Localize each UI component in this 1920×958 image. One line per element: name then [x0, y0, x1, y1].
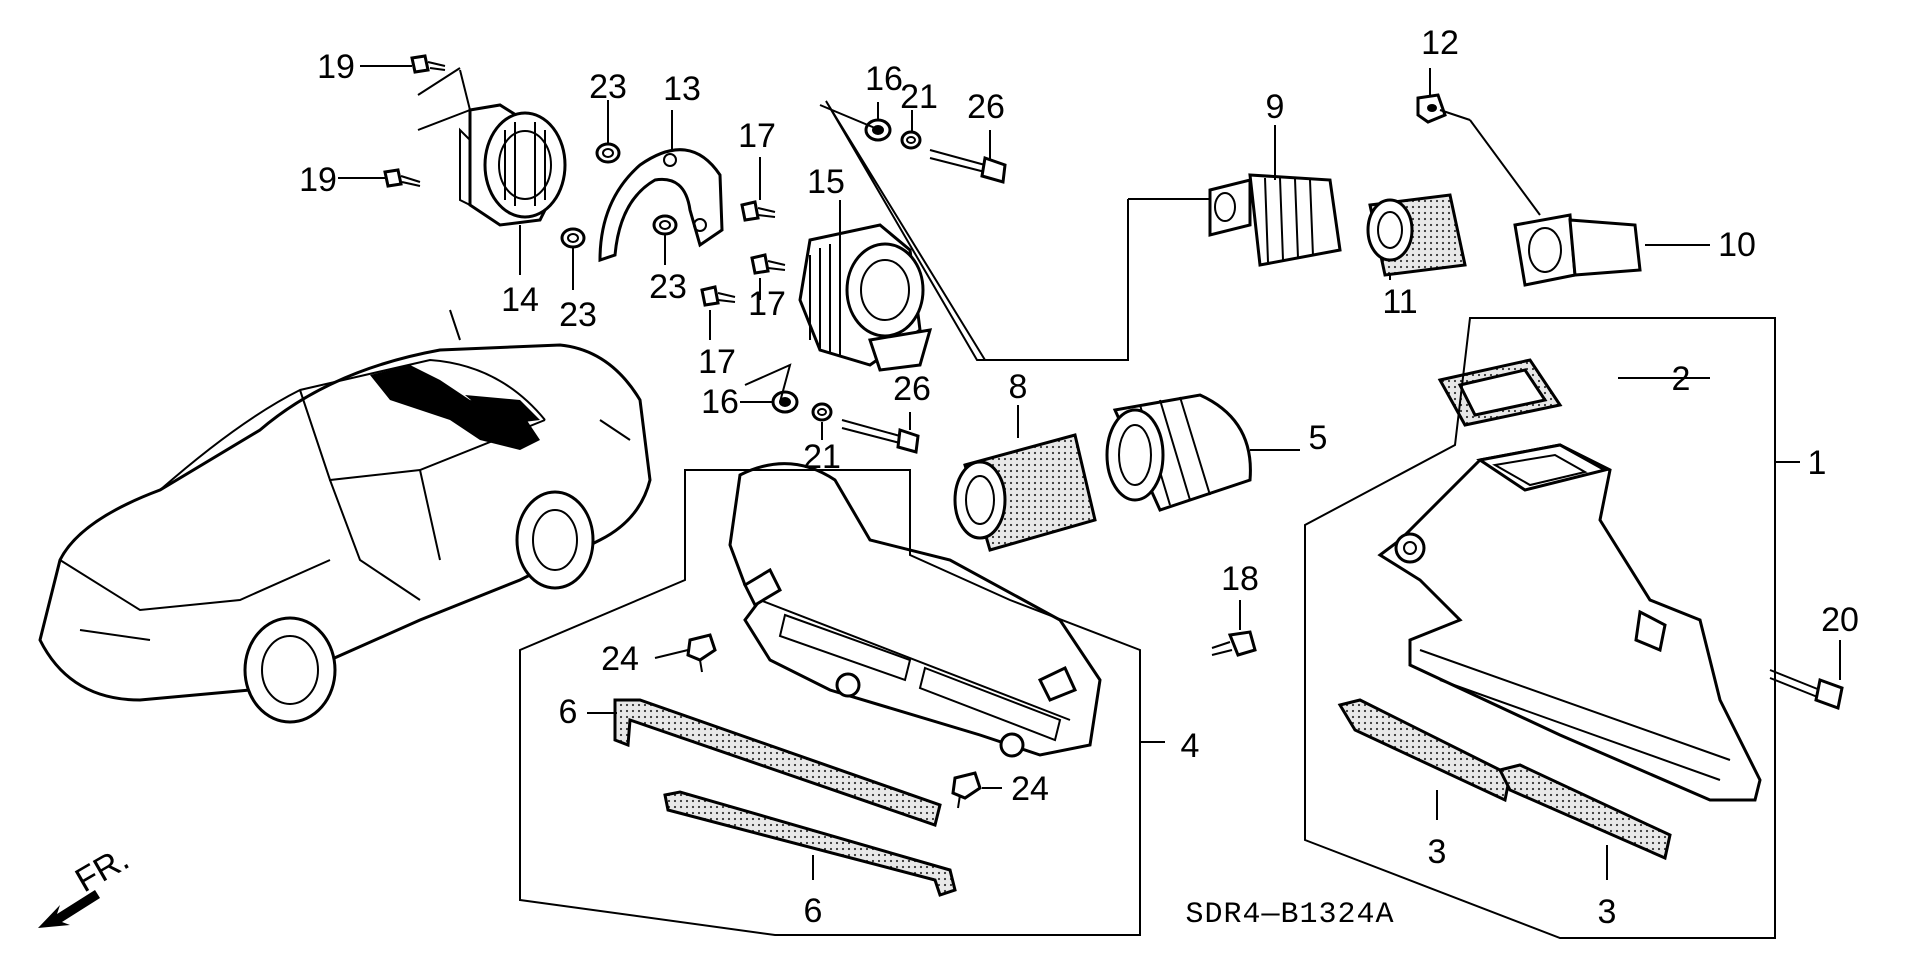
callout-11: 11 — [1382, 283, 1417, 321]
duct-bellows-8 — [953, 433, 1097, 552]
callout-1: 1 — [1808, 444, 1827, 482]
callout-6-upper: 6 — [559, 693, 578, 731]
screw-19-upper — [410, 54, 446, 74]
clip-24-upper — [686, 633, 717, 673]
group-lines — [338, 65, 1800, 939]
stud-17-a — [740, 200, 776, 222]
callout-labels: 1 2 3 3 4 5 6 6 8 9 10 11 12 13 14 15 16… — [299, 24, 1859, 932]
callout-26-lower: 26 — [893, 370, 931, 408]
rear-duct-1 — [1377, 443, 1762, 802]
callout-26-upper: 26 — [967, 88, 1005, 126]
callout-5: 5 — [1309, 419, 1328, 457]
callout-8: 8 — [1009, 368, 1028, 406]
bolt-18 — [1211, 630, 1257, 657]
duct-bellows-5 — [1105, 393, 1252, 512]
front-label: FR. — [69, 840, 135, 900]
callout-10: 10 — [1718, 226, 1756, 264]
nut-23-right — [652, 214, 678, 236]
callout-14: 14 — [501, 281, 539, 319]
callout-23-upper: 23 — [589, 68, 627, 106]
callout-18: 18 — [1221, 560, 1259, 598]
callout-17-c: 17 — [698, 343, 736, 381]
callout-16-lower: 16 — [701, 383, 739, 421]
stud-17-b — [750, 253, 786, 275]
seal-3-right — [1497, 763, 1672, 861]
callout-3-left: 3 — [1428, 833, 1447, 871]
callout-24-upper: 24 — [601, 640, 639, 678]
callout-6-lower: 6 — [804, 892, 823, 930]
clip-24-lower — [951, 771, 982, 809]
callout-2: 2 — [1672, 360, 1691, 398]
callout-3-right: 3 — [1598, 893, 1617, 931]
leader-lines — [519, 68, 1841, 880]
front-direction-arrow: FR. — [38, 840, 135, 928]
nut-23-left — [560, 227, 586, 249]
grommet-16-lower — [771, 390, 799, 414]
seal-3-left — [1337, 698, 1512, 803]
callout-23-right: 23 — [649, 268, 687, 306]
callout-12: 12 — [1421, 24, 1459, 62]
callout-24-lower: 24 — [1011, 770, 1049, 808]
bolt-20 — [1769, 669, 1844, 711]
callout-19-lower: 19 — [299, 161, 337, 199]
screw-19-lower — [383, 168, 421, 188]
blower-motor — [459, 103, 567, 227]
callout-21-lower: 21 — [803, 438, 841, 476]
motor-bracket — [598, 148, 724, 263]
callout-17-b: 17 — [748, 285, 786, 323]
callout-9: 9 — [1266, 88, 1285, 126]
nut-23-upper — [595, 142, 621, 164]
callout-21-upper: 21 — [900, 78, 938, 116]
gasket-2 — [1437, 358, 1563, 427]
stud-17-c — [700, 285, 736, 307]
callout-15: 15 — [807, 163, 845, 201]
callout-23-left: 23 — [559, 296, 597, 334]
duct-bellows-11 — [1366, 193, 1467, 277]
callout-16-upper: 16 — [865, 60, 903, 98]
washer-21-lower — [811, 402, 833, 422]
duct-joint-9 — [1208, 173, 1342, 267]
seal-6-lower — [663, 790, 957, 897]
bolt-26-lower — [841, 419, 920, 454]
front-duct-4 — [728, 462, 1102, 758]
clip-12 — [1416, 93, 1447, 124]
bolt-26-upper — [929, 149, 1007, 184]
vehicle-location-illustration — [38, 309, 652, 724]
fan-housing — [798, 223, 933, 372]
callout-19-upper: 19 — [317, 48, 355, 86]
grommet-16-upper — [864, 118, 892, 142]
callout-17-a: 17 — [738, 117, 776, 155]
callout-4: 4 — [1181, 727, 1200, 765]
callout-20: 20 — [1821, 601, 1859, 639]
duct-joint-10 — [1513, 213, 1642, 287]
callout-13: 13 — [663, 70, 701, 108]
seal-6-upper — [613, 698, 942, 827]
diagram-code: SDR4—B1324A — [1185, 898, 1394, 932]
washer-21-upper — [900, 130, 922, 150]
